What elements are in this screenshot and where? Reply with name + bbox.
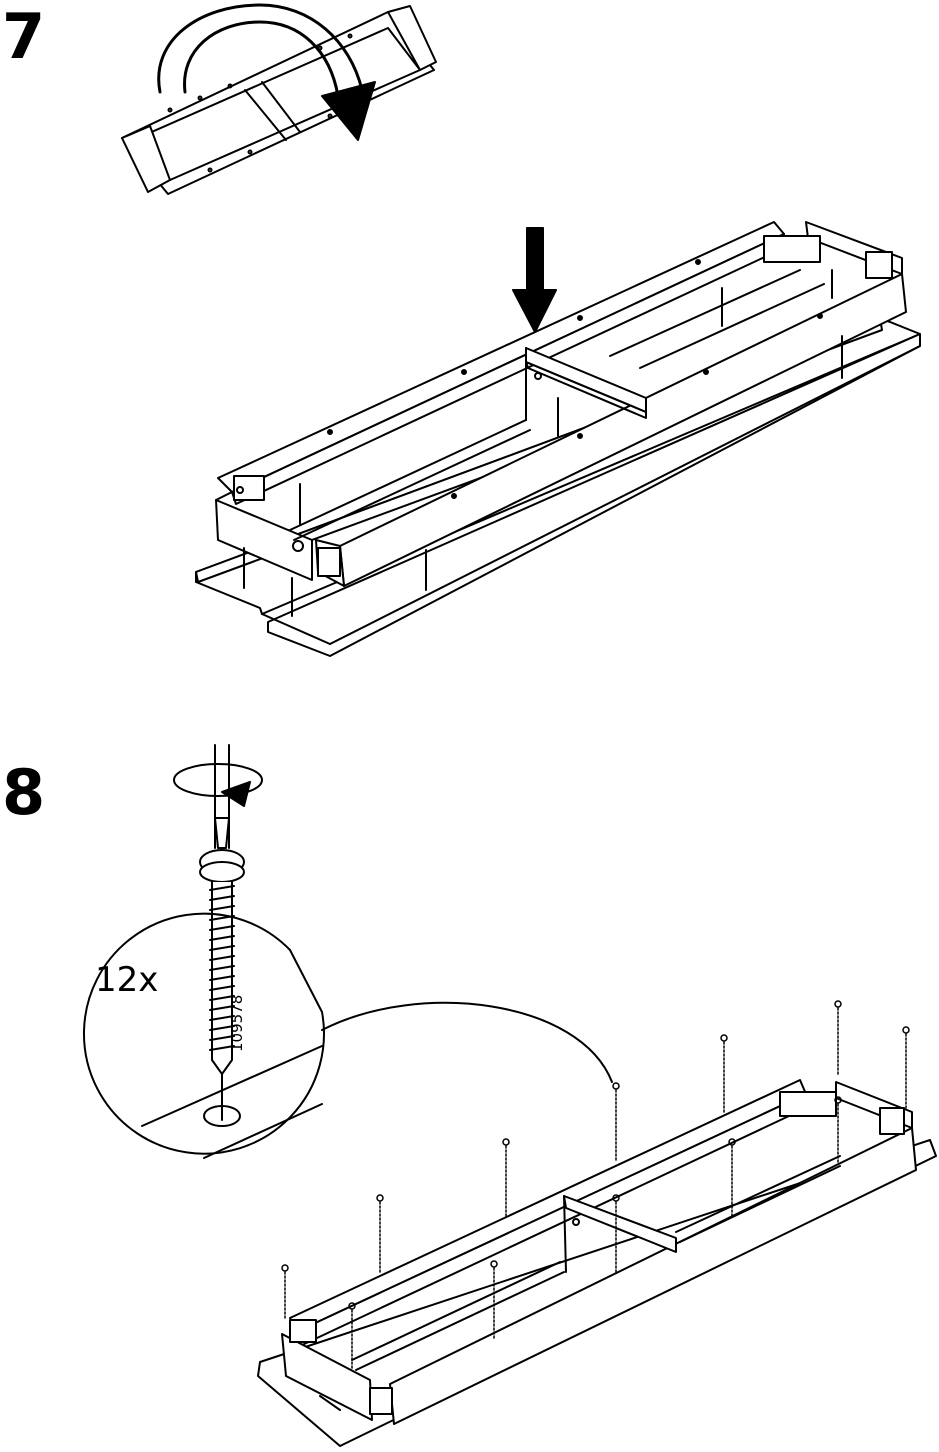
screw-marker xyxy=(377,1195,383,1272)
bench-upside-down xyxy=(258,1080,936,1446)
screw-marker xyxy=(282,1265,288,1320)
clockwise-turn-icon xyxy=(174,764,262,806)
detail-magnifier xyxy=(84,914,612,1158)
screw-marker xyxy=(903,1027,909,1110)
screw-marker xyxy=(721,1035,727,1112)
screw-marker xyxy=(613,1083,619,1162)
screw-quantity: 12x xyxy=(95,960,158,1000)
screw-marker xyxy=(503,1139,509,1216)
part-number: 109578 xyxy=(228,995,246,1052)
screw-marker xyxy=(835,1001,841,1076)
